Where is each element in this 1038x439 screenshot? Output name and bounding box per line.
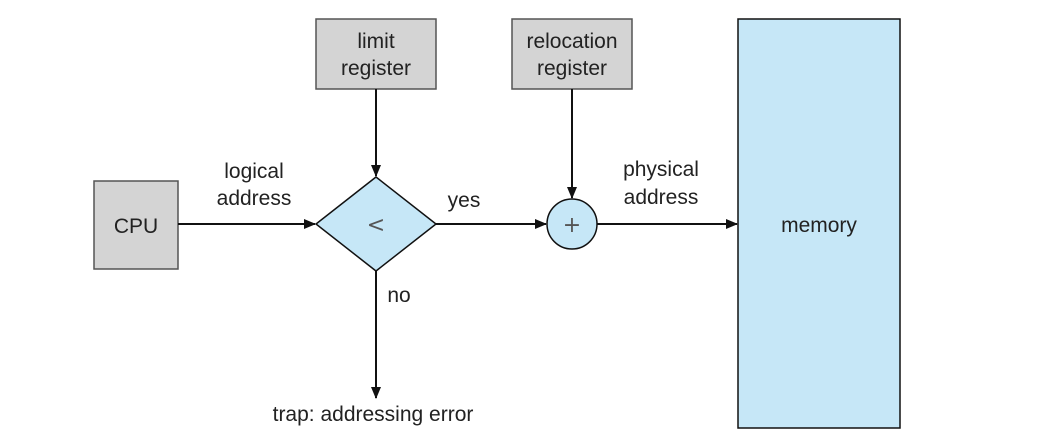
adder-circle: + [546, 198, 598, 250]
less-than-symbol: < [367, 213, 385, 238]
physical-address-label-line1: physical [623, 158, 699, 181]
logical-address-label-line2: address [217, 187, 292, 210]
comparator-diamond: < [314, 176, 438, 272]
cpu-box: CPU [93, 180, 179, 270]
plus-symbol: + [563, 213, 581, 238]
memory-block: memory [737, 18, 901, 429]
relocation-register-label-line1: relocation [526, 30, 617, 53]
logical-address-label-line1: logical [224, 160, 284, 183]
trap-addressing-error-label: trap: addressing error [273, 403, 474, 426]
limit-register-label-line1: limit [357, 30, 394, 53]
no-label: no [387, 284, 410, 307]
relocation-register-box: relocation register [511, 18, 633, 90]
limit-register-label-line2: register [341, 57, 411, 80]
physical-address-label-line2: address [624, 186, 699, 209]
memory-label: memory [781, 214, 857, 237]
relocation-register-label-line2: register [537, 57, 607, 80]
cpu-label: CPU [114, 215, 158, 238]
limit-register-box: limit register [315, 18, 437, 90]
yes-label: yes [448, 189, 481, 212]
